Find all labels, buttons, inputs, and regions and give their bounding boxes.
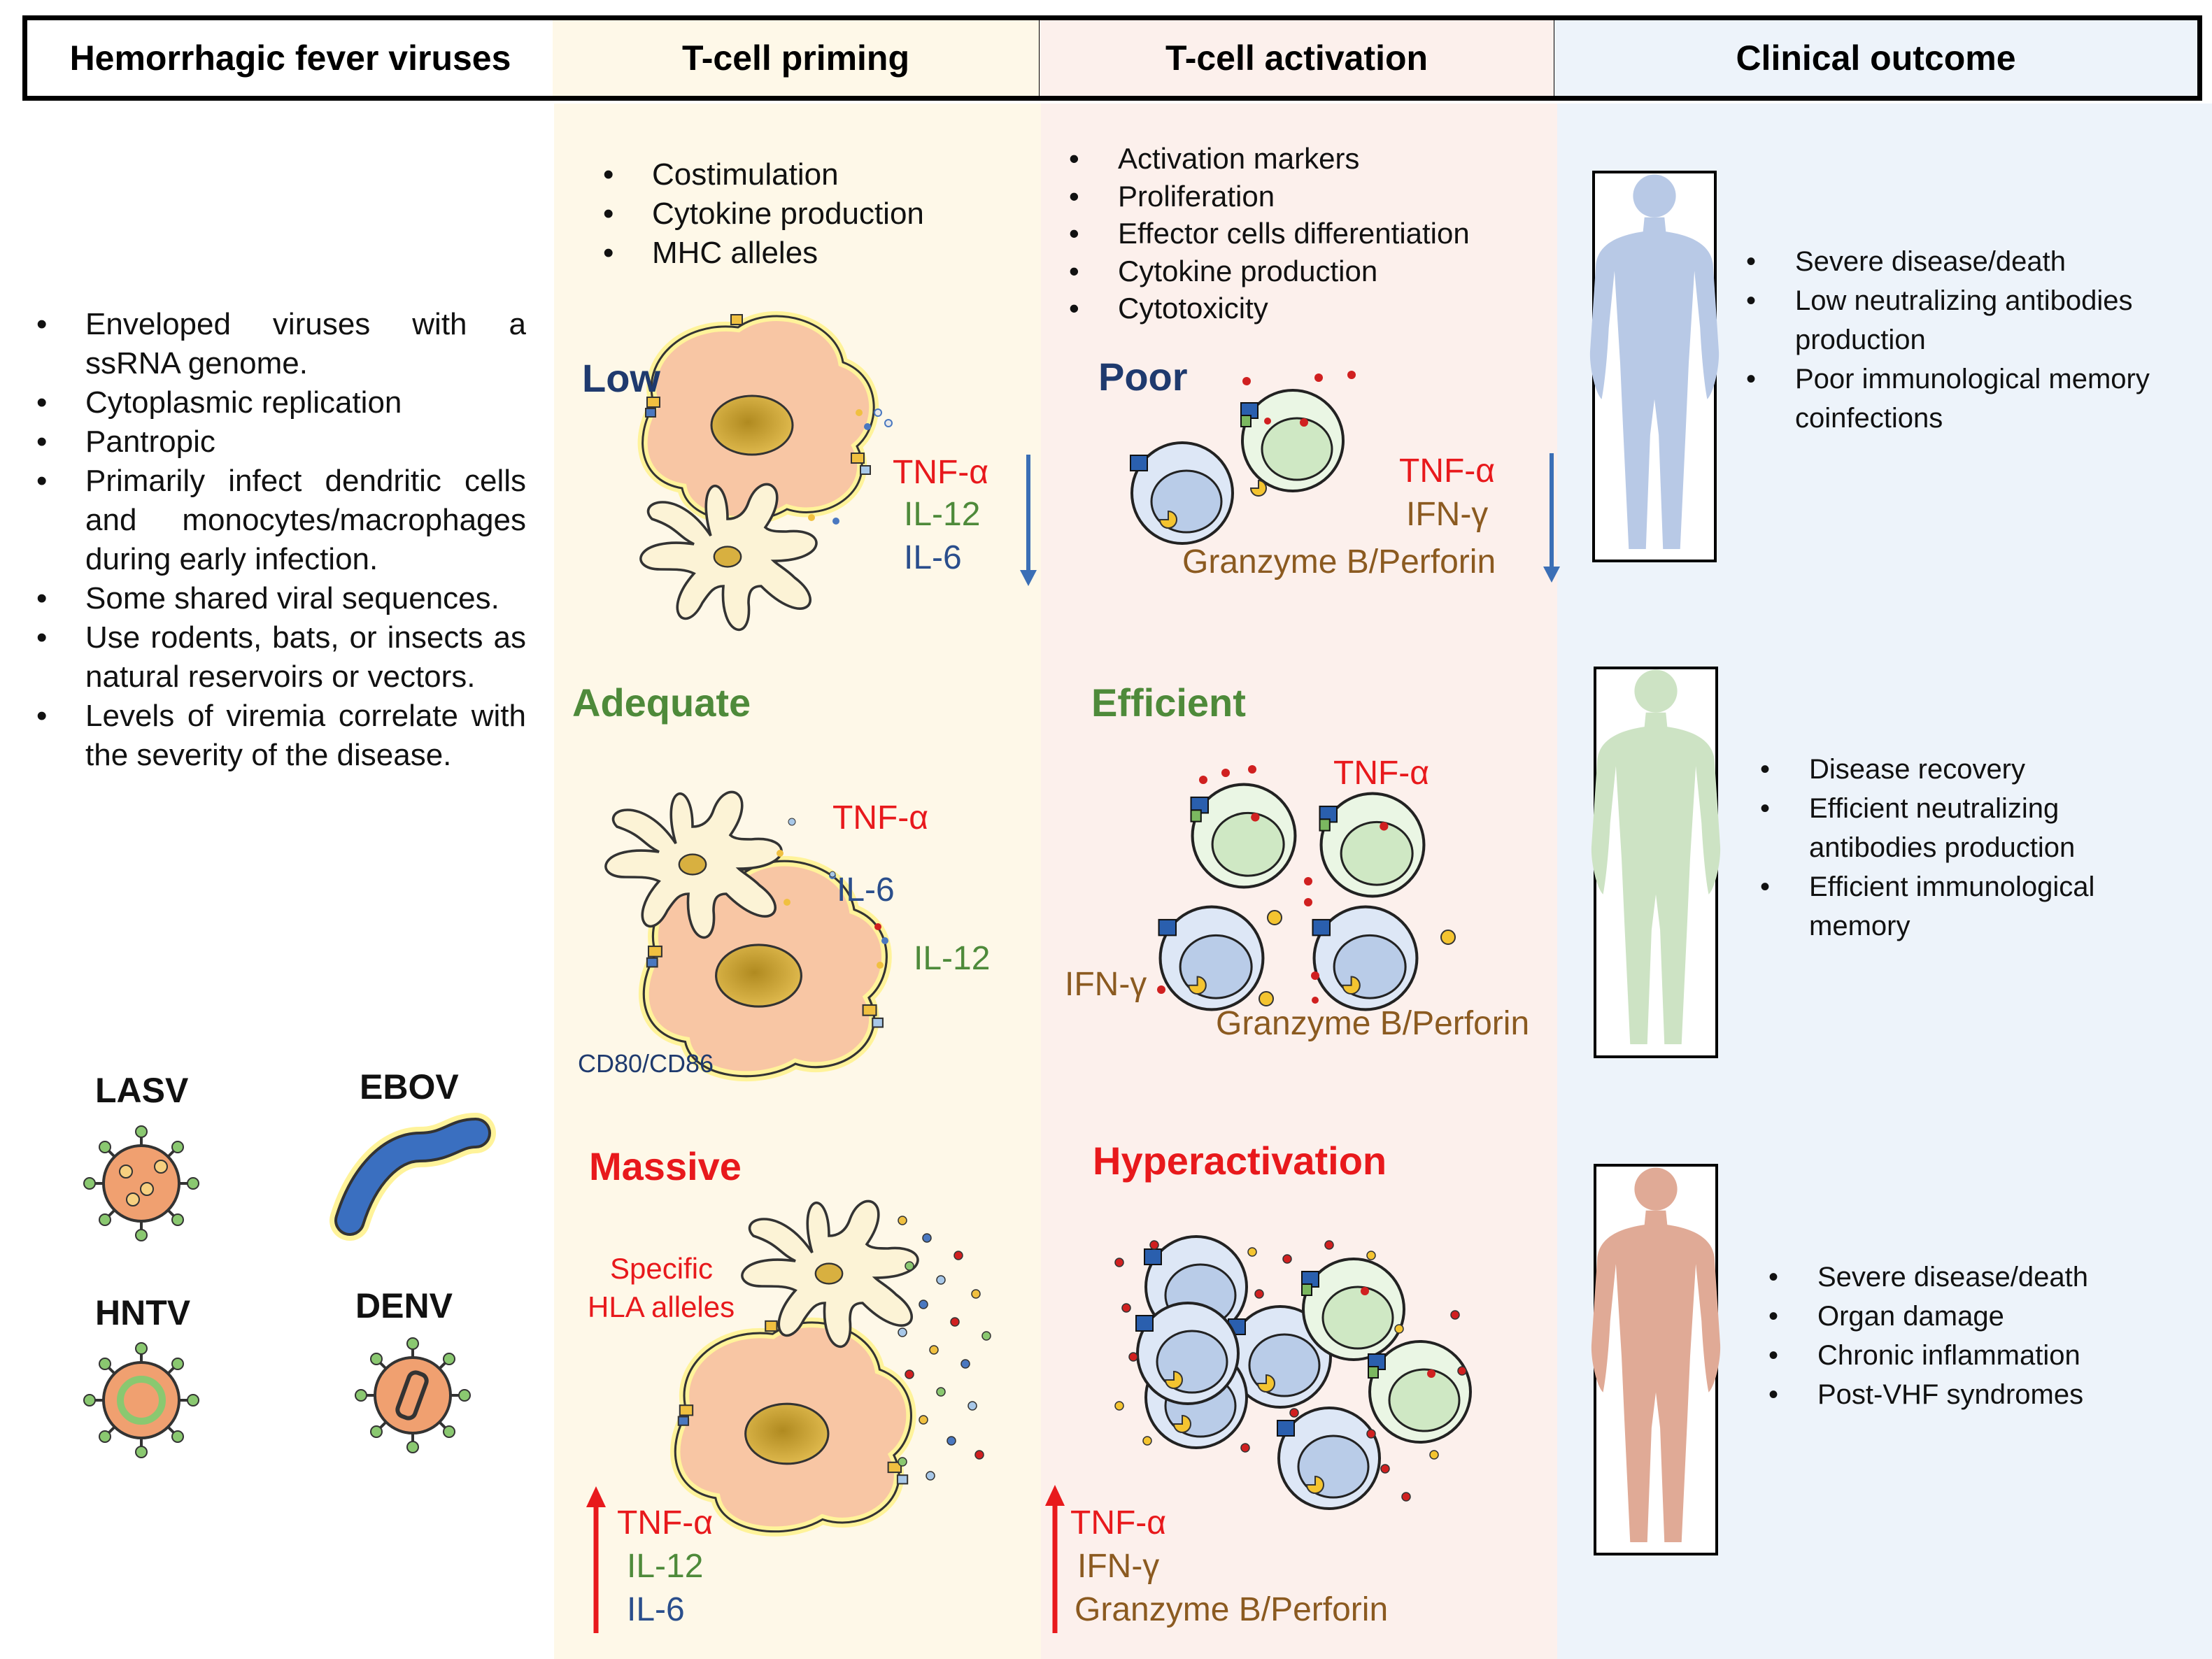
hyper-activation-cells <box>1114 1235 1472 1510</box>
cytokine-il12: IL-12 <box>904 496 981 533</box>
cytokine-granzyme: Granzyme B/Perforin <box>1216 1005 1530 1042</box>
list-item: Primarily infect dendritic cells and mon… <box>36 462 526 579</box>
adequate-priming-cells <box>604 790 888 1076</box>
cytokine-tnf: TNF-α <box>893 454 989 491</box>
list-item: Enveloped viruses with a ssRNA genome. <box>36 305 526 383</box>
outcome-poor-list: Severe disease/death Low neutralizing an… <box>1746 242 2187 438</box>
denv-virus-icon <box>354 1337 472 1454</box>
list-item: Efficient neutralizing antibodies produc… <box>1760 789 2173 867</box>
list-item: Chronic inflammation <box>1768 1336 2088 1375</box>
priming-level-adequate: Adequate <box>572 681 751 725</box>
hla-note-line2: HLA alleles <box>588 1290 735 1323</box>
cytokine-il6: IL-6 <box>627 1591 685 1628</box>
list-item: Proliferation <box>1069 178 1470 215</box>
list-item: Use rodents, bats, or insects as natural… <box>36 618 526 697</box>
list-item: Costimulation <box>603 155 924 194</box>
cytokine-il6: IL-6 <box>904 539 962 576</box>
header-outcome: Clinical outcome <box>1554 15 2202 101</box>
efficient-activation-cells <box>1157 765 1456 1009</box>
arrow-up-icon <box>586 1486 606 1633</box>
list-item: Organ damage <box>1768 1297 2088 1336</box>
list-item: Effector cells differentiation <box>1069 215 1470 252</box>
cytokine-il12: IL-12 <box>627 1548 704 1585</box>
cytokine-tnf: TNF-α <box>1070 1504 1167 1541</box>
hla-note-line1: Specific <box>610 1252 714 1285</box>
outcome-efficient-list: Disease recovery Efficient neutralizing … <box>1760 750 2173 946</box>
list-item: Activation markers <box>1069 140 1470 178</box>
human-figure-green-icon <box>1591 667 1721 1058</box>
priming-level-low: Low <box>582 356 660 400</box>
list-item: Cytotoxicity <box>1069 290 1470 327</box>
virus-label-lasv: LASV <box>95 1071 189 1110</box>
cytokine-granzyme: Granzyme B/Perforin <box>1075 1591 1389 1628</box>
list-item: Cytoplasmic replication <box>36 383 526 422</box>
list-item: MHC alleles <box>603 234 924 273</box>
cytokine-granzyme: Granzyme B/Perforin <box>1182 543 1496 581</box>
header-activation: T-cell activation <box>1040 15 1559 101</box>
cytokine-tnf: TNF-α <box>617 1504 714 1541</box>
list-item: Efficient immunological memory <box>1760 867 2173 946</box>
arrow-down-icon <box>1543 453 1560 583</box>
activation-level-poor: Poor <box>1098 355 1188 399</box>
cytokine-ifng: IFN-γ <box>1406 496 1489 533</box>
hntv-virus-icon <box>83 1341 200 1459</box>
activation-factors-list: Activation markers Proliferation Effecto… <box>1069 140 1470 327</box>
outcome-hyper-list: Severe disease/death Organ damage Chroni… <box>1768 1258 2088 1414</box>
human-figure-blue-icon <box>1589 171 1720 562</box>
lasv-virus-icon <box>83 1125 200 1242</box>
list-item: Poor immunological memory coinfections <box>1746 359 2187 438</box>
virus-label-ebov: EBOV <box>360 1067 459 1106</box>
massive-priming-cells <box>675 1199 991 1531</box>
list-item: Cytokine production <box>1069 252 1470 290</box>
list-item: Severe disease/death <box>1746 242 2187 281</box>
activation-level-hyper: Hyperactivation <box>1093 1139 1387 1183</box>
list-item: Levels of viremia correlate with the sev… <box>36 697 526 775</box>
list-item: Some shared viral sequences. <box>36 579 526 618</box>
list-item: Low neutralizing antibodies production <box>1746 281 2187 359</box>
cytokine-tnf: TNF-α <box>1333 755 1430 792</box>
virus-label-denv: DENV <box>355 1286 453 1325</box>
cytokine-il6: IL-6 <box>837 871 895 909</box>
arrow-up-icon <box>1045 1485 1065 1633</box>
list-item: Disease recovery <box>1760 750 2173 789</box>
list-item: Pantropic <box>36 422 526 462</box>
activation-level-efficient: Efficient <box>1091 681 1246 725</box>
cytokine-ifng: IFN-γ <box>1077 1548 1160 1585</box>
human-figure-red-icon <box>1591 1164 1721 1555</box>
ebov-virus-icon <box>329 1113 496 1241</box>
header-priming: T-cell priming <box>553 15 1044 101</box>
priming-factors-list: Costimulation Cytokine production MHC al… <box>603 155 924 273</box>
cd80-cd86-label: CD80/CD86 <box>578 1049 714 1078</box>
poor-activation-cells <box>1129 371 1356 545</box>
list-item: Severe disease/death <box>1768 1258 2088 1297</box>
list-item: Post-VHF syndromes <box>1768 1375 2088 1414</box>
cytokine-tnf: TNF-α <box>832 799 929 836</box>
priming-level-massive: Massive <box>589 1144 742 1188</box>
cytokine-tnf: TNF-α <box>1399 453 1496 490</box>
virus-label-hntv: HNTV <box>95 1293 191 1332</box>
list-item: Cytokine production <box>603 194 924 234</box>
arrow-down-icon <box>1020 455 1037 586</box>
cytokine-il12: IL-12 <box>914 940 991 977</box>
cytokine-ifng: IFN-γ <box>1065 966 1147 1003</box>
virus-features-list: Enveloped viruses with a ssRNA genome. C… <box>36 305 526 775</box>
low-priming-cells <box>641 315 893 632</box>
